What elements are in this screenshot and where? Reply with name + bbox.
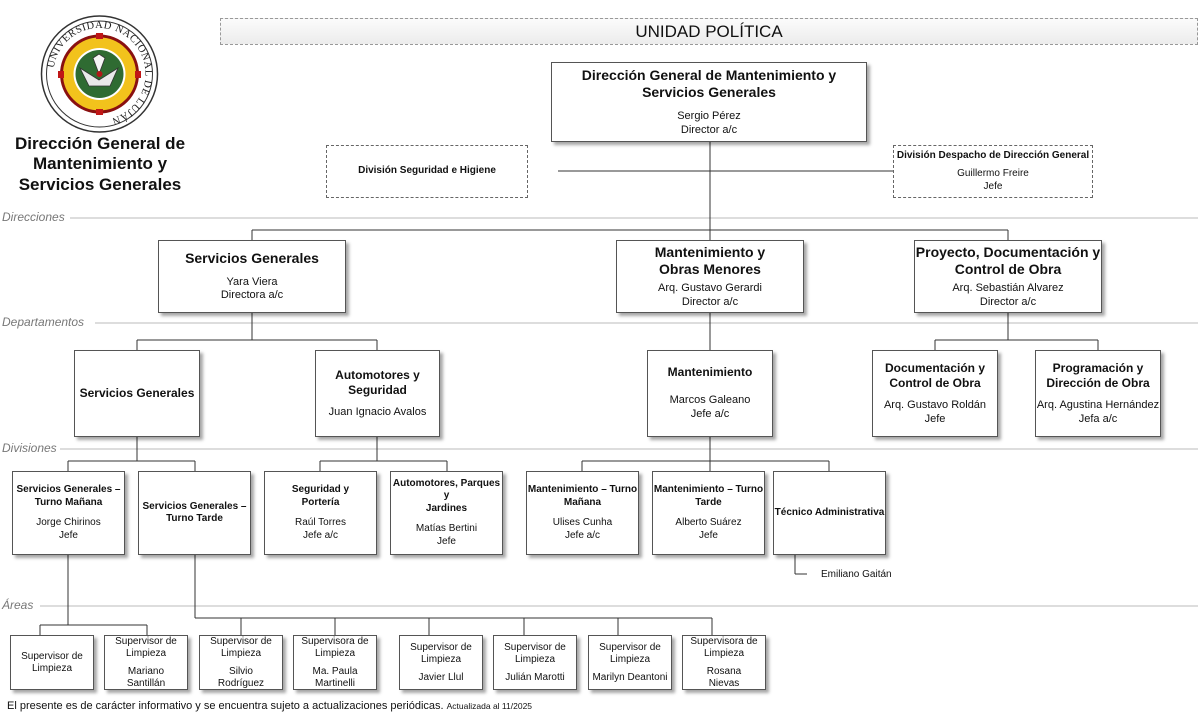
org-box-div-mant-manana: Mantenimiento – Turno Mañana Ulises Cunh… [526, 471, 639, 555]
unidad-politica-banner: UNIDAD POLÍTICA [220, 18, 1198, 45]
org-box-div-sg-manana: Servicios Generales – Turno Mañana Jorge… [12, 471, 125, 555]
org-box-div-automotores-parques: Automotores, Parques y Jardines Matías B… [390, 471, 503, 555]
level-label-divisiones: Divisiones [2, 441, 59, 455]
org-box-div-sg-tarde: Servicios Generales – Turno Tarde [138, 471, 251, 555]
org-box-dep-servicios-generales: Servicios Generales [74, 350, 200, 437]
org-box-area-6: Supervisor de Limpieza Julián Marotti [493, 635, 577, 690]
org-box-dir-proyecto: Proyecto, Documentación y Control de Obr… [914, 240, 1102, 313]
footer-text: El presente es de carácter informativo y… [7, 700, 444, 712]
org-box-area-7: Supervisor de Limpieza Marilyn Deantoni [588, 635, 672, 690]
org-box-area-2: Supervisor de Limpieza Mariano Santillán [104, 635, 188, 690]
org-box-area-4: Supervisora de Limpieza Ma. Paula Martin… [293, 635, 377, 690]
org-box-despacho: División Despacho de Dirección General G… [893, 145, 1093, 198]
level-label-departamentos: Departamentos [2, 315, 87, 329]
org-box-div-mant-tarde: Mantenimiento – Turno Tarde Alberto Suár… [652, 471, 765, 555]
org-box-div-tecnico-administrativa: Técnico Administrativa [773, 471, 886, 555]
org-box-area-5: Supervisor de Limpieza Javier Llul [399, 635, 483, 690]
org-box-seguridad-higiene: División Seguridad e Higiene [326, 145, 528, 198]
org-box-dir-mantenimiento: Mantenimiento y Obras Menores Arq. Gusta… [616, 240, 804, 313]
org-box-dep-mantenimiento: Mantenimiento Marcos Galeano Jefe a/c [647, 350, 773, 437]
level-label-areas: Áreas [2, 598, 36, 612]
org-box-dir-servicios-generales: Servicios Generales Yara Viera Directora… [158, 240, 346, 313]
org-box-area-3: Supervisor de Limpieza Silvio Rodríguez [199, 635, 283, 690]
org-box-dep-documentacion: Documentación y Control de Obra Arq. Gus… [872, 350, 998, 437]
org-box-direccion-general: Dirección General de Mantenimiento y Ser… [551, 62, 867, 142]
footer-updated: Actualizada al 11/2025 [446, 701, 533, 711]
org-box-area-1: Supervisor de Limpieza [10, 635, 94, 690]
level-label-direcciones: Direcciones [2, 210, 67, 224]
footer-note: El presente es de carácter informativo y… [7, 700, 532, 712]
org-box-dep-programacion: Programación y Dirección de Obra Arq. Ag… [1035, 350, 1161, 437]
university-seal-logo: UNIVERSIDAD NACIONAL DE LUJÁN [40, 15, 159, 133]
org-box-div-seguridad-porteria: Seguridad y Portería Raúl Torres Jefe a/… [264, 471, 377, 555]
logo-title: Dirección General de Mantenimiento y Ser… [14, 134, 186, 194]
tecnico-staff-name: Emiliano Gaitán [821, 569, 892, 580]
org-box-area-8: Supervisora de Limpieza Rosana Nievas [682, 635, 766, 690]
org-box-dep-automotores: Automotores y Seguridad Juan Ignacio Ava… [315, 350, 440, 437]
